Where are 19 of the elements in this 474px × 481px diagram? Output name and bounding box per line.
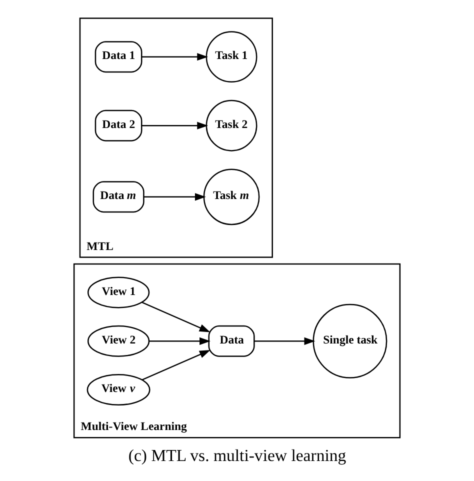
arrow xyxy=(254,337,316,345)
node-ellipse: View 2 xyxy=(88,325,150,357)
arrow xyxy=(142,302,210,332)
arrow xyxy=(142,122,208,130)
arrow xyxy=(142,53,208,61)
node-box: Data 2 xyxy=(94,110,142,142)
node-circle: Task m xyxy=(203,168,260,226)
node-ellipse: View 1 xyxy=(88,276,150,308)
node-circle: Task 2 xyxy=(206,100,258,152)
node-box: Data 1 xyxy=(94,41,142,73)
node-circle: Task 1 xyxy=(206,31,258,83)
caption: (c) MTL vs. multi-view learning xyxy=(128,446,346,466)
arrow xyxy=(144,193,206,201)
arrow xyxy=(142,350,210,380)
node-circle: Single task xyxy=(312,304,388,378)
node-box: Data xyxy=(208,325,255,357)
node-ellipse: View v xyxy=(86,374,150,406)
node-box: Data m xyxy=(92,181,144,213)
arrow xyxy=(149,337,210,345)
